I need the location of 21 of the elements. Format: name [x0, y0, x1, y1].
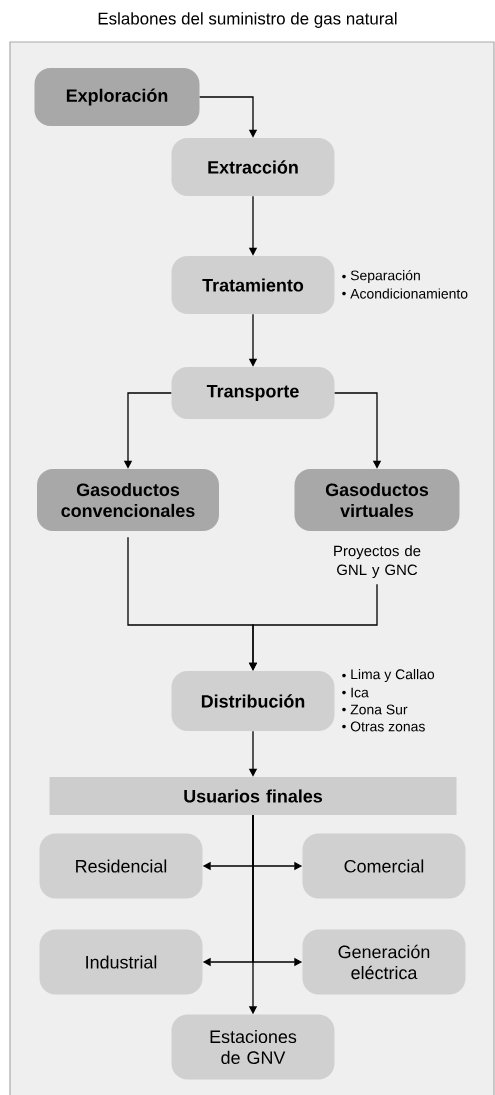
process-box: Exploración: [34, 68, 200, 126]
process-box: Distribución: [171, 671, 335, 731]
process-box: Tratamiento: [171, 256, 335, 314]
side-note: Lima y Callao: [351, 669, 435, 682]
side-note: Proyectos de GNL y GNC: [334, 545, 421, 579]
process-box: Estaciones de GNV: [171, 1014, 335, 1080]
process-box: Generación eléctrica: [302, 929, 466, 995]
side-note: Zona Sur: [350, 704, 408, 715]
side-note: Ica: [351, 687, 369, 698]
header-bar: Usuarios finales: [49, 777, 457, 815]
side-note: Otras zonas: [350, 721, 425, 732]
process-box: Gasoductos virtuales: [294, 469, 460, 531]
process-box: Transporte: [171, 367, 335, 419]
process-box: Extracción: [171, 138, 335, 196]
process-box: Industrial: [39, 929, 203, 995]
diagram-title: Eslabones del suministro de gas natural: [98, 12, 397, 28]
process-box: Residencial: [39, 833, 203, 899]
process-box: Comercial: [302, 833, 466, 899]
process-box: Gasoductos convencionales: [37, 469, 219, 531]
side-note: Separación: [350, 269, 420, 284]
side-note: Acondicionamiento: [350, 288, 468, 299]
